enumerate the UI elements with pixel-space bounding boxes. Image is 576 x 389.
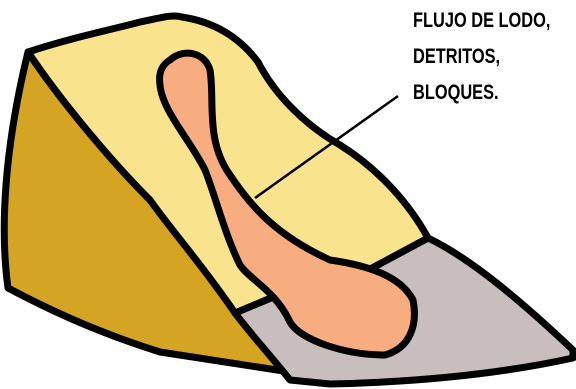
flow-label-line-3: BLOQUES. <box>413 82 499 103</box>
flow-label-line-2: DETRITOS, <box>413 46 500 67</box>
flow-label-line-1: FLUJO DE LODO, <box>413 10 550 31</box>
